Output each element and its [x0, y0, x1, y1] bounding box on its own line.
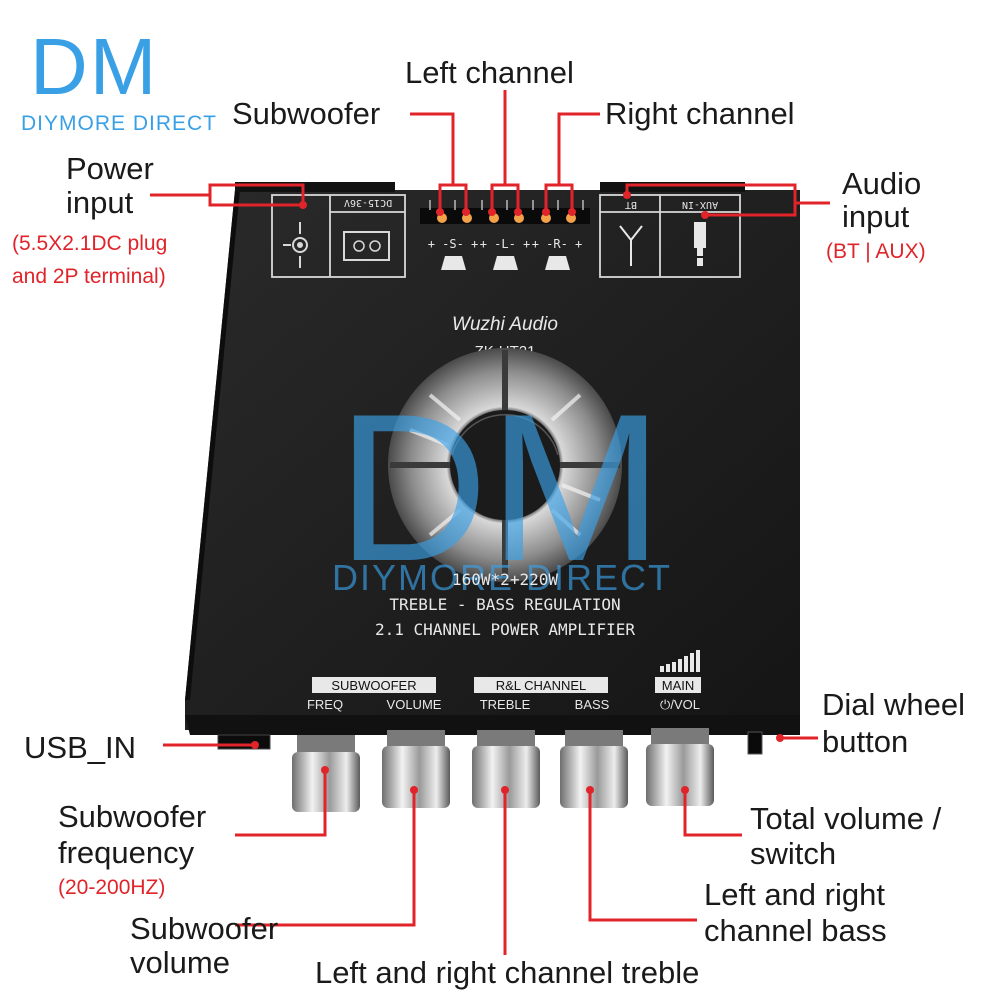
- subwoofer-group-plate: [312, 677, 436, 693]
- knob-label-bass: BASS: [575, 697, 610, 712]
- subwoofer-group-label: SUBWOOFER: [331, 678, 416, 693]
- callout-dial-line1: Dial wheel: [822, 687, 966, 722]
- callout-left-channel: Left channel: [405, 55, 574, 90]
- callout-sub-freq-note: (20-200HZ): [58, 876, 166, 899]
- watermark-letters: DM: [337, 370, 664, 605]
- callout-sub-freq-line1: Subwoofer: [58, 799, 207, 834]
- callout-dial-line2: button: [822, 724, 909, 759]
- power-spec-label: DC15-36V: [344, 197, 392, 208]
- spec-regulation: TREBLE - BASS REGULATION: [389, 595, 620, 614]
- dial-wheel-button: [747, 731, 763, 755]
- knob-label-treble: TREBLE: [480, 697, 531, 712]
- callout-power-note-line2: and 2P terminal): [12, 265, 166, 288]
- usb-port: [217, 734, 271, 750]
- callout-lr-bass-line1: Left and right: [704, 877, 885, 912]
- spec-power: 160W*2+220W: [452, 570, 558, 589]
- knob-label-freq: FREQ: [307, 697, 343, 712]
- knob-bass: [560, 730, 628, 808]
- left-terminal-label: + -L- +: [480, 237, 531, 251]
- bt-antenna-icon: [619, 225, 643, 266]
- volume-bars-icon: [660, 650, 700, 672]
- knob-volume: [382, 730, 450, 808]
- callout-lines: [150, 90, 830, 955]
- main-group-plate: [655, 677, 701, 693]
- callout-total-vol-line2: switch: [750, 836, 837, 871]
- callout-subwoofer: Subwoofer: [232, 96, 381, 131]
- callout-lr-treble: Left and right channel treble: [315, 955, 700, 990]
- speaker-icons: [441, 256, 570, 270]
- rl-group-plate: [474, 677, 608, 693]
- knob-label-volume: VOLUME: [387, 697, 442, 712]
- spec-channel: 2.1 CHANNEL POWER AMPLIFIER: [375, 620, 635, 639]
- aux-label: AUX-IN: [682, 199, 718, 210]
- knob-label-vol: ⏻/VOL: [660, 697, 700, 712]
- callout-audio-input-line2: input: [842, 199, 910, 234]
- right-terminal-label: + -R- +: [532, 237, 583, 251]
- terminal-2p-icon: [343, 231, 390, 261]
- sub-terminal-label: + -S- +: [428, 237, 479, 251]
- callout-total-vol-line1: Total volume /: [750, 801, 942, 836]
- watermark-subtitle: DIYMORE DIRECT: [332, 557, 672, 598]
- main-group-label: MAIN: [662, 678, 695, 693]
- callout-usb-in: USB_IN: [24, 730, 136, 765]
- knob-main-vol: [646, 728, 714, 806]
- dc-jack-icon: [283, 222, 308, 268]
- callout-sub-vol-line2: volume: [130, 945, 230, 980]
- callout-lr-bass-line2: channel bass: [704, 913, 887, 948]
- brand-logo-subtitle: DIYMORE DIRECT: [21, 112, 218, 135]
- bt-label: BT: [625, 199, 637, 210]
- callout-audio-note: (BT | AUX): [826, 240, 926, 263]
- callout-sub-freq-line2: frequency: [58, 835, 195, 870]
- rl-group-label: R&L CHANNEL: [496, 678, 587, 693]
- callout-power-input-line2: input: [66, 185, 134, 220]
- callout-sub-vol-line1: Subwoofer: [130, 911, 279, 946]
- callout-power-input-line1: Power: [66, 151, 154, 186]
- callout-dots: [251, 191, 784, 794]
- aux-jack-icon: [694, 222, 706, 266]
- brand-logo: DM: [30, 22, 159, 111]
- callout-power-note-line1: (5.5X2.1DC plug: [12, 232, 168, 255]
- callout-audio-input-line1: Audio: [842, 166, 922, 201]
- cooling-fan: [388, 348, 622, 582]
- maker-script: Wuzhi Audio: [452, 314, 558, 335]
- knob-treble: [472, 730, 540, 808]
- callout-right-channel: Right channel: [605, 96, 795, 131]
- connector-panel: [271, 194, 741, 278]
